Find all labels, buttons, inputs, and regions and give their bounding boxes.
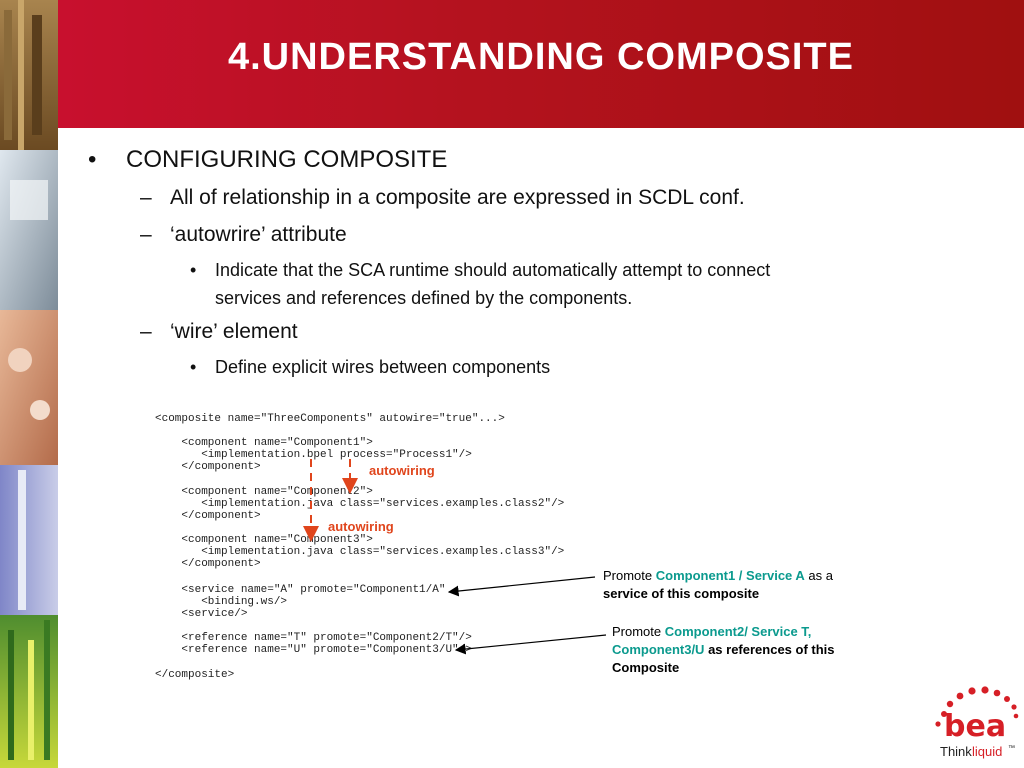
reference-callout-arrow bbox=[454, 634, 607, 655]
photo-strip-image bbox=[0, 0, 58, 768]
code-line: <implementation.java class="services.exa… bbox=[155, 498, 565, 510]
slide-header: 4.UNDERSTANDING COMPOSITE bbox=[58, 0, 1024, 128]
code-line: </component> bbox=[155, 558, 261, 570]
callout-line3: Composite bbox=[612, 660, 680, 675]
bullet-wire-element: ‘wire’ element bbox=[170, 320, 298, 343]
sub-bullet-autowire-line2: services and references defined by the c… bbox=[215, 288, 633, 308]
code-line: <service/> bbox=[155, 608, 248, 620]
dash-marker: – bbox=[140, 320, 152, 343]
sub-bullet-autowire-line1: Indicate that the SCA runtime should aut… bbox=[215, 260, 771, 280]
code-line: <component name="Component1"> bbox=[155, 437, 373, 449]
code-line: <reference name="T" promote="Component2/… bbox=[155, 632, 472, 644]
sub-bullet-marker: • bbox=[190, 357, 197, 377]
sub-bullet-marker: • bbox=[190, 260, 197, 280]
bea-logo: bea Think liquid ™ bbox=[928, 684, 1020, 762]
code-line: <composite name="ThreeComponents" autowi… bbox=[155, 413, 505, 425]
bea-tagline-think: Think bbox=[940, 744, 972, 759]
bea-logo-mark: bea Think liquid ™ bbox=[935, 686, 1019, 759]
callout-highlight: Component2/ Service T, bbox=[664, 624, 812, 639]
bea-brand-text: bea bbox=[944, 709, 1006, 744]
bullet-configuring-composite: CONFIGURING COMPOSITE bbox=[126, 146, 448, 173]
dash-marker: – bbox=[140, 186, 152, 209]
code-line: <implementation.java class="services.exa… bbox=[155, 546, 565, 558]
dash-marker: – bbox=[140, 223, 152, 246]
bea-tagline-liquid: liquid bbox=[972, 744, 1002, 759]
code-line: </component> bbox=[155, 461, 261, 473]
code-line: </composite> bbox=[155, 669, 235, 681]
slide-title: 4.UNDERSTANDING COMPOSITE bbox=[227, 36, 854, 78]
bullet-relationship-scdl: All of relationship in a composite are e… bbox=[170, 186, 745, 209]
code-line: </component> bbox=[155, 510, 261, 522]
autowiring-label-1: autowiring bbox=[369, 463, 435, 478]
bea-trademark: ™ bbox=[1008, 745, 1015, 752]
callout-highlight: Component3/U bbox=[612, 642, 705, 657]
bullet-autowire-attribute: ‘autowrire’ attribute bbox=[170, 223, 347, 246]
callout-suffix: as a bbox=[804, 568, 833, 583]
callout-prefix: Promote bbox=[603, 568, 656, 583]
code-line: <reference name="U" promote="Component3/… bbox=[155, 644, 472, 656]
code-line: <binding.ws/> bbox=[155, 596, 288, 608]
service-callout: Promote Component1 / Service A as a serv… bbox=[603, 567, 833, 603]
callout-line2: service of this composite bbox=[603, 586, 760, 601]
callout-suffix: as references of this bbox=[704, 642, 835, 657]
autowiring-label-2: autowiring bbox=[328, 519, 394, 534]
reference-callout: Promote Component2/ Service T, Component… bbox=[612, 623, 835, 677]
bullet-marker: • bbox=[88, 146, 97, 173]
decorative-photo-strip bbox=[0, 0, 58, 768]
code-line: <implementation.bpel process="Process1"/… bbox=[155, 449, 472, 461]
callout-highlight: Component1 / Service A bbox=[655, 568, 805, 583]
callout-prefix: Promote bbox=[612, 624, 665, 639]
sub-bullet-define-wires: Define explicit wires between components bbox=[215, 357, 551, 377]
code-line: <service name="A" promote="Component1/A" bbox=[155, 584, 446, 596]
service-callout-arrow bbox=[447, 576, 596, 597]
